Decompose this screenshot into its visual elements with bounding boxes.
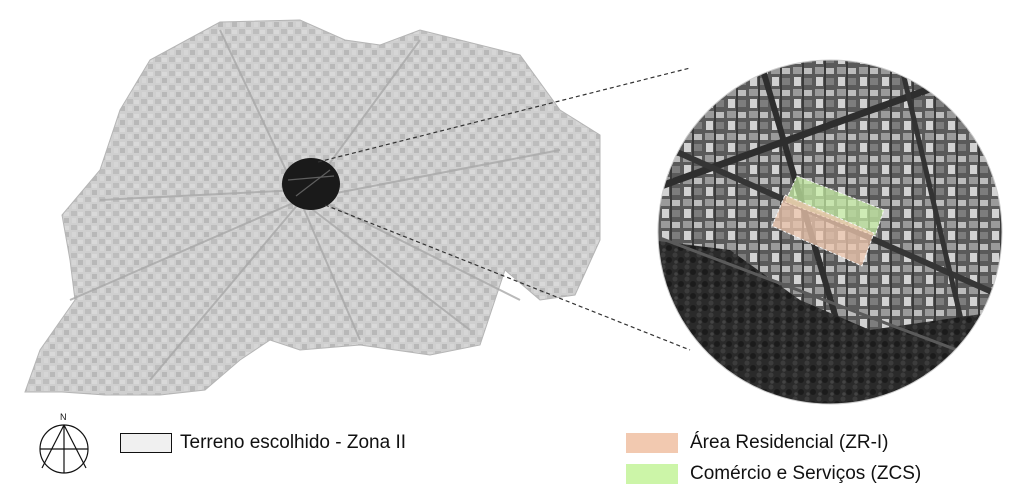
legend-label-residential: Área Residencial (ZR-I)	[690, 432, 889, 453]
legend-swatch-commercial	[626, 464, 678, 484]
zone-commercial-overlay	[784, 175, 885, 237]
forest-area	[658, 240, 1002, 404]
legend-label-site: Terreno escolhido - Zona II	[180, 432, 407, 453]
legend-label-commercial: Comércio e Serviços (ZCS)	[690, 463, 922, 484]
north-label: N	[60, 412, 67, 422]
zone-residential-overlay	[771, 194, 875, 267]
legend-swatch-residential	[626, 433, 678, 453]
legend-swatch-site	[120, 433, 172, 453]
north-arrow-icon	[39, 424, 89, 474]
leader-line-top	[317, 67, 691, 163]
leader-line-bottom	[324, 204, 691, 351]
